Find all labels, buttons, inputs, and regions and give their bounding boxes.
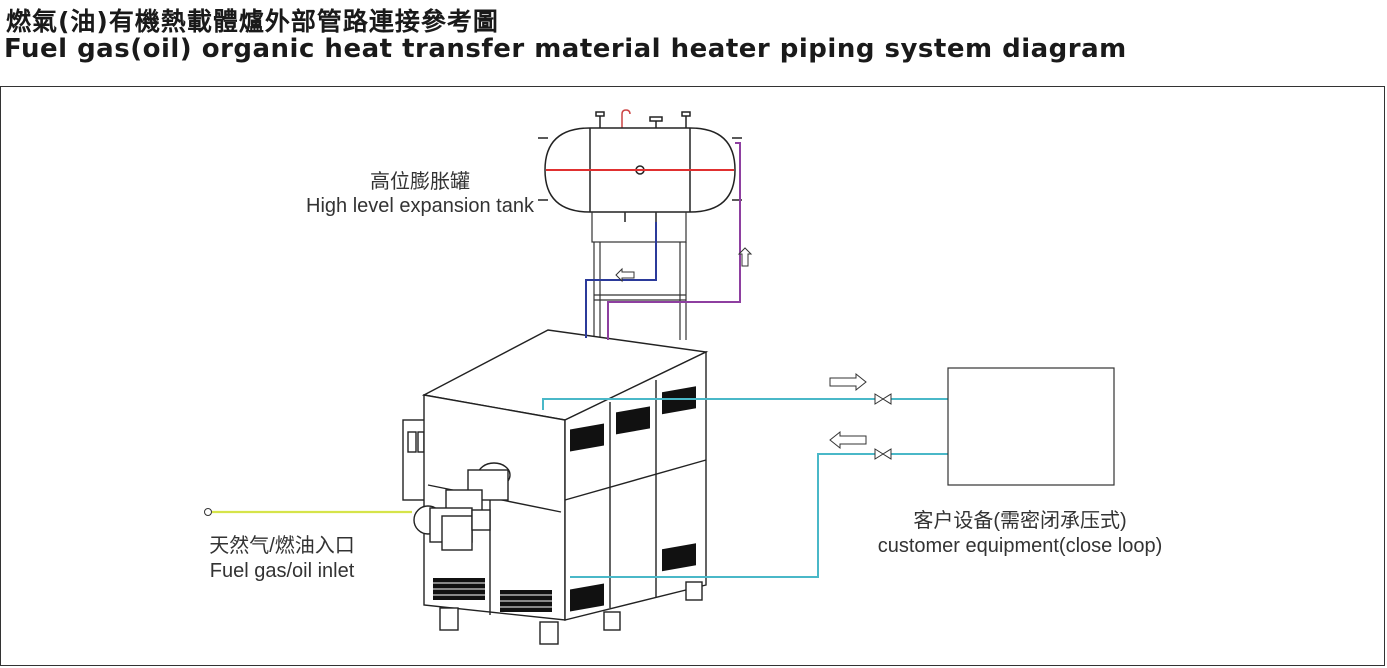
louver-slats bbox=[433, 582, 552, 608]
return-flow-arrow bbox=[829, 430, 867, 450]
expansion-tank bbox=[538, 109, 742, 222]
customer-label-cn: 客户设备(需密闭承压式) bbox=[913, 509, 1126, 532]
tank-expansion-pipe bbox=[607, 142, 741, 340]
supply-valve bbox=[874, 393, 892, 405]
supply-line bbox=[542, 398, 948, 410]
return-valve bbox=[874, 448, 892, 460]
tank-label-cn: 高位膨胀罐 bbox=[370, 170, 470, 193]
tank-flow-arrows bbox=[615, 247, 753, 283]
supply-flow-arrow bbox=[829, 372, 867, 392]
title-chinese: 燃氣(油)有機熱載體爐外部管路連接參考圖 bbox=[6, 7, 499, 36]
tank-support-stand bbox=[591, 211, 687, 340]
fuel-label-en: Fuel gas/oil inlet bbox=[210, 560, 355, 582]
fuel-inlet-line bbox=[204, 508, 412, 516]
burner bbox=[413, 462, 511, 551]
diagram-frame bbox=[0, 86, 1385, 666]
fuel-label-cn: 天然气/燃油入口 bbox=[209, 534, 355, 557]
return-line bbox=[570, 453, 948, 578]
customer-equipment-box bbox=[947, 367, 1115, 486]
title-english: Fuel gas(oil) organic heat transfer mate… bbox=[4, 34, 1127, 64]
tank-label-en: High level expansion tank bbox=[306, 195, 535, 217]
customer-label-en: customer equipment(close loop) bbox=[878, 535, 1163, 557]
